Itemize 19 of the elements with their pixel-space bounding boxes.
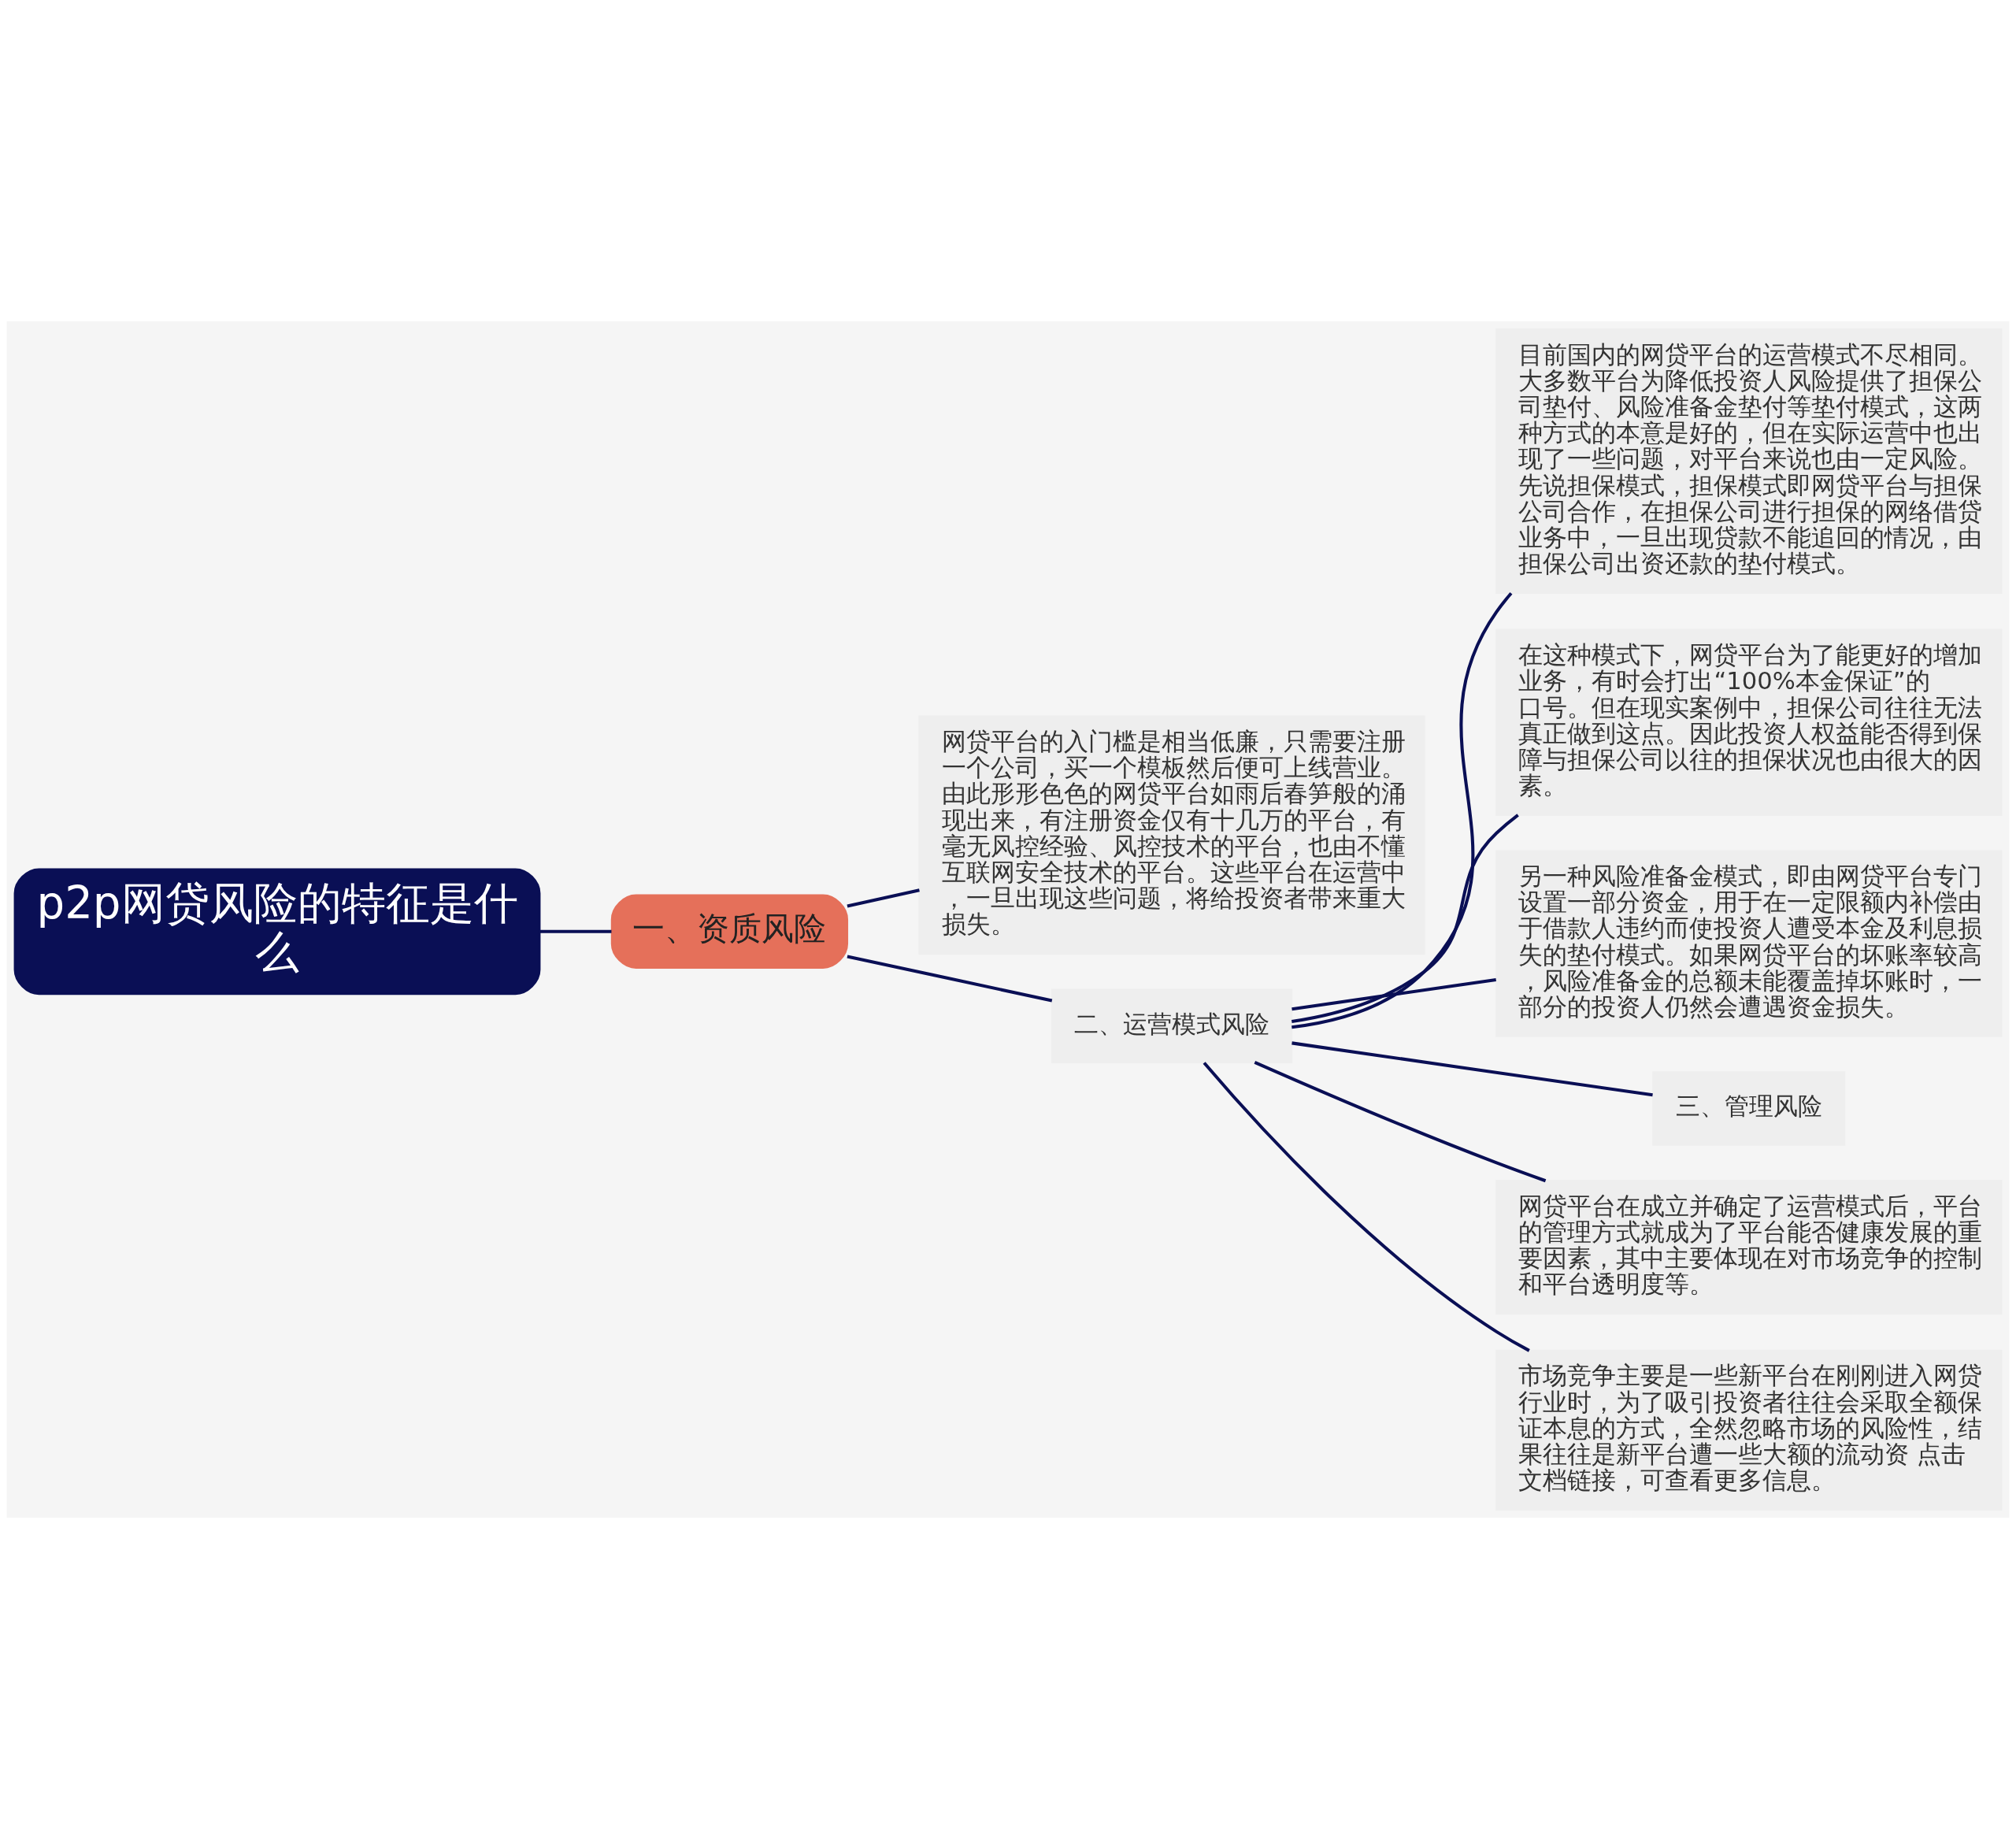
node-box: p2p网贷风险的特征是什么	[13, 868, 541, 996]
node-box: 二、运营模式风险	[1051, 988, 1293, 1064]
connector	[539, 929, 612, 933]
connector	[1292, 977, 1496, 1011]
node-box: 市场竞争主要是一些新平台在刚刚进入网贷行业时，为了吸引投资者往往会采取全额保证本息的方式，全然忽略市场的风险性，结果往往是新平台遭一些大额的流动资 点击文档链接，可查看更多信息。	[1495, 1349, 2003, 1511]
node-box: 在这种模式下，网贷平台为了能更好的增加业务，有时会打出“100%本金保证”的口号。但在现实案例中，担保公司往往无法真正做到这点。因此投资人权益能否得到保障与担保公司以往的担保状况也由很大的因素。	[1495, 628, 2003, 817]
connector	[1292, 1041, 1653, 1097]
node-box: 三、管理风险	[1652, 1071, 1846, 1146]
node-box: 另一种风险准备金模式，即由网贷平台专门设置一部分资金，用于在一定限额内补偿由于借款人违约而使投资人遭受本金及利息损失的垫付模式。如果网贷平台的坏账率较高，风险准备金的总额未能覆盖掉坏账时，一部分的投资人仍然会遭遇资金损失。	[1495, 850, 2003, 1037]
connector	[1254, 1061, 1547, 1183]
connector	[1292, 591, 1513, 1029]
node-box: 网贷平台在成立并确定了运营模式后，平台的管理方式就成为了平台能否健康发展的重要因素，其中主要体现在对市场竞争的控制和平台透明度等。	[1495, 1180, 2003, 1315]
connector	[847, 955, 1053, 1003]
node-box: 一、资质风险	[610, 894, 849, 970]
connector	[1203, 1062, 1530, 1352]
node-box: 网贷平台的入门槛是相当低廉，只需要注册一个公司，买一个模板然后便可上线营业。由此形形色色的网贷平台如雨后春笋般的涌现出来，有注册资金仅有十几万的平台，有毫无风控经验、风控技术的平台，也由不懂互联网安全技术的平台。这些平台在运营中，一旦出现这些问题，将给投资者带来重大损失。	[918, 715, 1425, 955]
node-box: 目前国内的网贷平台的运营模式不尽相同。大多数平台为降低投资人风险提供了担保公司垫付、风险准备金垫付等垫付模式，这两种方式的本意是好的，但在实际运营中也出现了一些问题，对平台来说也由一定风险。先说担保模式，担保模式即网贷平台与担保公司合作，在担保公司进行担保的网络借贷业务中，一旦出现贷款不能追回的情况，由担保公司出资还款的垫付模式。	[1495, 328, 2003, 594]
connector	[1291, 814, 1519, 1024]
connector	[847, 888, 920, 908]
